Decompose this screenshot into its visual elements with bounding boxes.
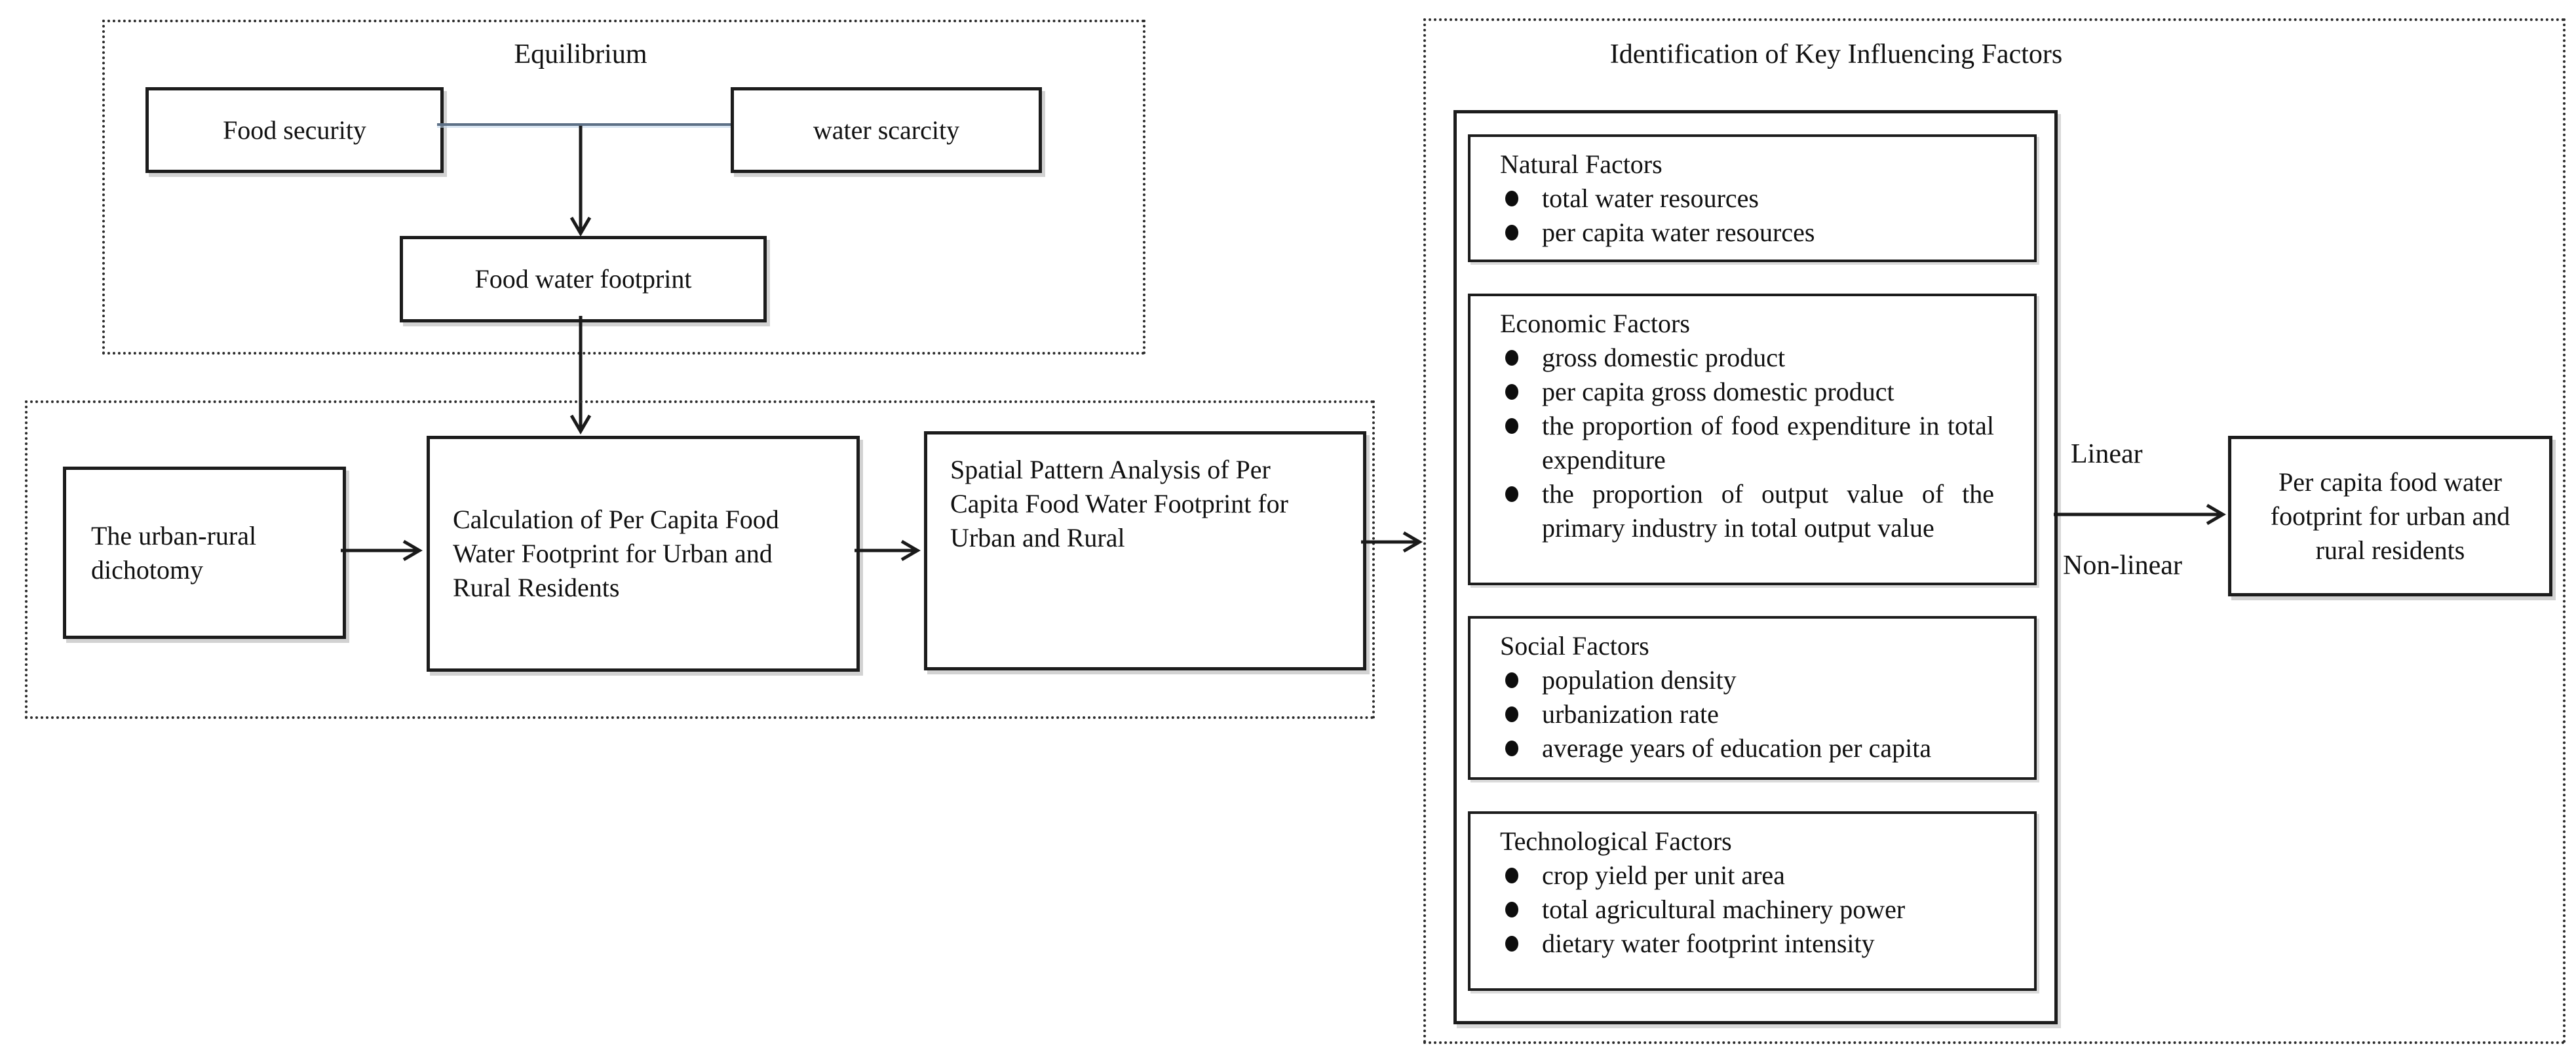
factor-item-label: per capita water resources (1542, 218, 1815, 247)
factor-item: total water resources (1500, 182, 2021, 216)
arrow-right-icon (1361, 531, 1423, 553)
natural-factors-box: Natural Factors total water resources pe… (1468, 134, 2037, 262)
factor-item-label: total agricultural machinery power (1542, 895, 1906, 924)
calculation-label: Calculation of Per Capita Food Water Foo… (453, 505, 779, 602)
calculation-box: Calculation of Per Capita Food Water Foo… (427, 436, 860, 672)
equilibrium-connector-line (437, 123, 731, 126)
factor-item: dietary water footprint intensity (1500, 927, 2021, 961)
process-group-box (25, 400, 1375, 719)
factor-item: per capita gross domestic product (1500, 375, 2021, 409)
arrow-down-icon (569, 126, 592, 237)
factor-item-label: per capita gross domestic product (1542, 377, 1894, 406)
arrow-down-icon (569, 316, 592, 434)
factor-item-label: crop yield per unit area (1542, 860, 1785, 890)
social-factors-box: Social Factors population density urbani… (1468, 616, 2037, 780)
equilibrium-group-box (102, 20, 1145, 355)
technological-factors-box: Technological Factors crop yield per uni… (1468, 811, 2037, 991)
food-security-label: Food security (223, 115, 366, 145)
factor-item-label: total water resources (1542, 183, 1759, 213)
food-water-footprint-box: Food water footprint (400, 236, 767, 322)
factor-item-label: dietary water footprint intensity (1542, 929, 1875, 958)
arrow-right-icon (2054, 503, 2226, 526)
bullet-icon (1505, 225, 1518, 241)
water-scarcity-box: water scarcity (731, 87, 1042, 173)
factor-item-label: urbanization rate (1542, 699, 1719, 729)
bullet-icon (1505, 868, 1518, 883)
arrow-right-icon (855, 539, 921, 562)
factor-group-title: Technological Factors (1500, 826, 1732, 856)
identification-group-box (1423, 18, 2566, 1044)
factor-item-label: average years of education per capita (1542, 733, 1932, 763)
bullet-icon (1505, 350, 1518, 366)
bullet-icon (1505, 672, 1518, 688)
result-label: Per capita food water footprint for urba… (2270, 467, 2510, 565)
spatial-analysis-label: Spatial Pattern Analysis of Per Capita F… (950, 455, 1288, 552)
urban-rural-dichotomy-box: The urban-rural dichotomy (63, 467, 346, 639)
economic-factors-box: Economic Factors gross domestic product … (1468, 294, 2037, 585)
bullet-icon (1505, 384, 1518, 400)
spatial-analysis-box: Spatial Pattern Analysis of Per Capita F… (924, 431, 1366, 670)
linear-label: Linear (2071, 439, 2143, 469)
factor-item-label: gross domestic product (1542, 343, 1786, 372)
factor-item: crop yield per unit area (1500, 858, 2021, 893)
bullet-icon (1505, 486, 1518, 502)
food-security-box: Food security (145, 87, 444, 173)
bullet-icon (1505, 418, 1518, 434)
bullet-icon (1505, 191, 1518, 206)
arrow-right-icon (341, 539, 423, 562)
factor-item-label: the proportion of food expenditure in to… (1542, 411, 1994, 474)
factor-item: per capita water resources (1500, 216, 2021, 250)
factor-item-label: the proportion of output value of the pr… (1542, 479, 1994, 543)
result-box: Per capita food water footprint for urba… (2228, 436, 2552, 596)
factor-item: total agricultural machinery power (1500, 893, 2021, 927)
factor-item-label: population density (1542, 665, 1737, 695)
factor-item: the proportion of output value of the pr… (1500, 477, 2021, 545)
equilibrium-label: Equilibrium (514, 39, 647, 69)
factor-item: urbanization rate (1500, 697, 2021, 731)
factor-group-title: Natural Factors (1500, 149, 1663, 179)
factor-item: gross domestic product (1500, 341, 2021, 375)
urban-rural-dichotomy-label: The urban-rural dichotomy (91, 520, 257, 585)
bullet-icon (1505, 902, 1518, 917)
factor-item: population density (1500, 663, 2021, 697)
bullet-icon (1505, 741, 1518, 756)
factor-group-title: Social Factors (1500, 631, 1649, 661)
bullet-icon (1505, 936, 1518, 952)
bullet-icon (1505, 706, 1518, 722)
identification-title: Identification of Key Influencing Factor… (1609, 39, 2063, 69)
factor-item: average years of education per capita (1500, 731, 2021, 765)
food-water-footprint-label: Food water footprint (474, 264, 692, 294)
factor-item: the proportion of food expenditure in to… (1500, 409, 2021, 477)
factor-group-title: Economic Factors (1500, 309, 1690, 338)
water-scarcity-label: water scarcity (813, 115, 960, 145)
nonlinear-label: Non-linear (2063, 550, 2182, 581)
